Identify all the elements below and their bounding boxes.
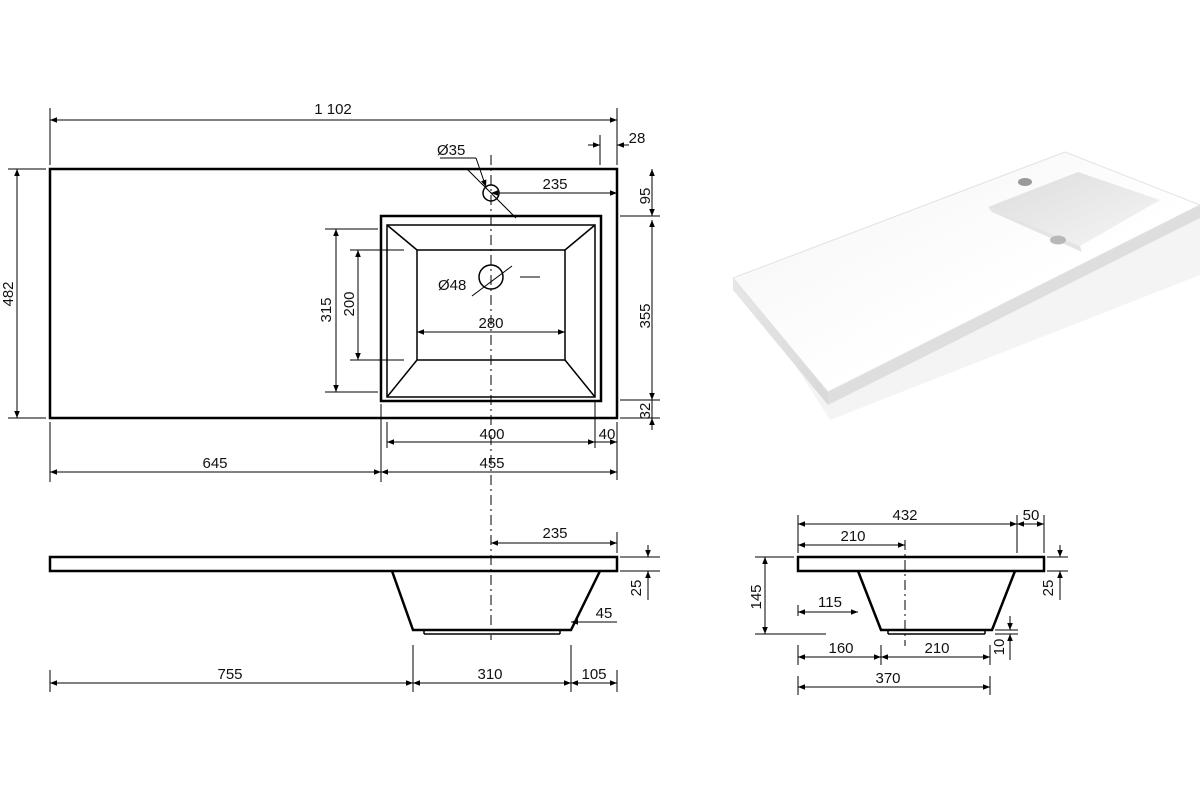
dim-side-bowl-top-width: 370 <box>875 670 900 687</box>
dim-side-bowl-bottom-offset: 115 <box>818 594 842 611</box>
dim-bowl-inner-width: 280 <box>478 315 503 332</box>
render-front-edge <box>733 278 828 405</box>
dim-bowl-right-margin: 40 <box>599 426 616 443</box>
countertop-outline <box>48 167 619 420</box>
dim-front-left-length: 755 <box>217 666 242 683</box>
dim-overall-width: 1 102 <box>314 101 352 118</box>
product-render <box>732 151 1200 420</box>
dim-bowl-outer-width: 400 <box>479 426 504 443</box>
dim-front-drain-from-right: 235 <box>542 525 567 542</box>
dim-front-bowl-bottom: 310 <box>477 666 502 683</box>
dim-right-section: 455 <box>479 455 504 472</box>
dim-side-drain-from-front: 210 <box>840 528 865 545</box>
dim-side-height: 145 <box>748 584 765 609</box>
side-view: 432 50 210 145 115 25 10 160 <box>748 507 1068 695</box>
dim-left-section: 645 <box>202 455 227 472</box>
dim-bowl-side-depth: 355 <box>637 303 654 328</box>
dim-bottom-margin: 32 <box>637 403 654 420</box>
dim-front-slab-thickness: 25 <box>628 580 645 597</box>
dim-bowl-outer-depth: 315 <box>318 297 335 322</box>
dim-front-right-length: 105 <box>581 666 606 683</box>
render-tap-hole <box>1018 178 1032 186</box>
dim-hole-from-right: 235 <box>542 176 567 193</box>
render-bowl-recess <box>988 172 1160 246</box>
dim-edge-offset: 28 <box>629 130 646 147</box>
render-drain-hole <box>1050 235 1066 245</box>
front-slab-outline <box>48 555 619 573</box>
dim-hole-from-top: 95 <box>637 188 654 205</box>
dim-side-total-depth: 432 <box>892 507 917 524</box>
top-view: 1 102 28 Ø35 235 95 482 315 200 Ø48 <box>0 101 660 640</box>
dim-side-slab-thickness: 25 <box>1040 580 1057 597</box>
side-bowl-outline <box>856 570 1017 632</box>
side-slab-outline <box>796 555 1046 573</box>
dim-side-back-margin: 50 <box>1023 507 1040 524</box>
front-view: 235 25 45 755 310 105 <box>48 525 660 692</box>
dim-depth: 482 <box>0 281 17 306</box>
dim-side-bottom-thickness: 10 <box>991 639 1008 656</box>
dim-tap-hole-diameter: Ø35 <box>437 142 465 159</box>
dim-drain-diameter: Ø48 <box>438 277 466 294</box>
dim-side-front-offset: 160 <box>828 640 853 657</box>
dim-bowl-inner-depth: 200 <box>341 291 358 316</box>
dim-side-bowl-bottom-width: 210 <box>924 640 949 657</box>
dim-front-bowl-wall: 45 <box>596 605 613 622</box>
front-bowl-outline <box>390 570 602 632</box>
